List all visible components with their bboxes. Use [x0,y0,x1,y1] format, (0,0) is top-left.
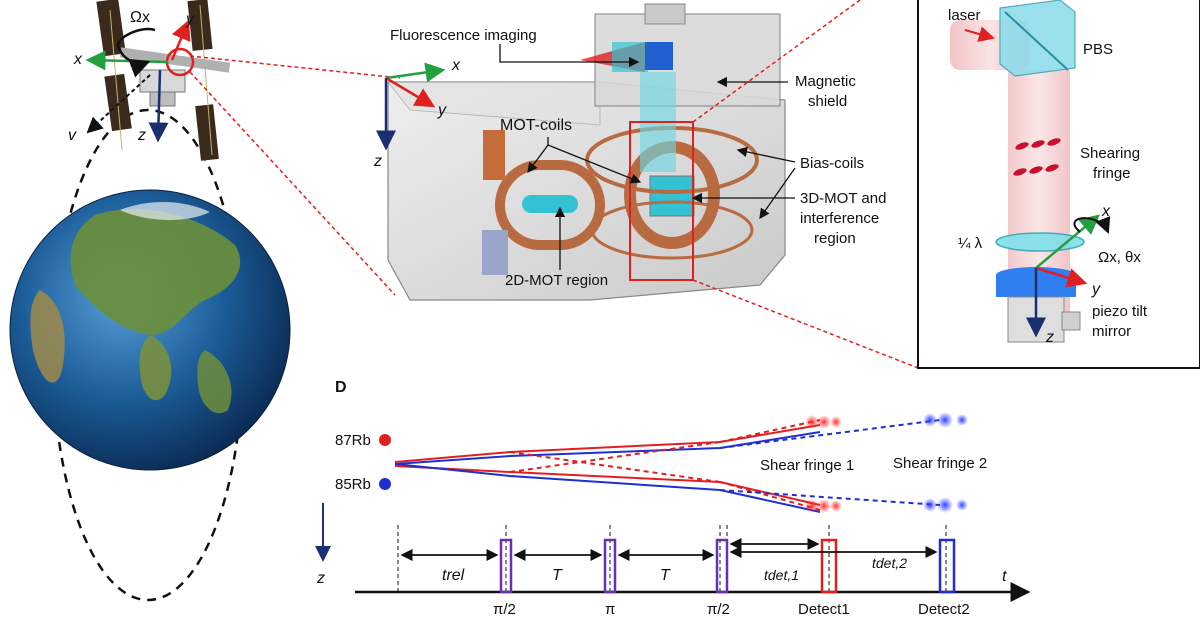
time-axis-label: t [1002,568,1007,585]
interval-arrows [400,538,938,561]
pulse-pi-half-2 [715,538,729,594]
detect-1-pulse [820,538,838,594]
3d-mot-label-line2: interference [800,210,879,227]
panel-letter: D [335,379,347,396]
apparatus-x-axis-label: x [451,57,461,74]
shear-fringe-2-clouds [923,412,968,513]
vacuum-box-front [387,81,601,126]
timing-panel: D 87Rb 85Rb [315,379,1031,618]
shear-fringe-1-clouds [805,415,842,513]
detect-label-1: Detect1 [798,601,850,618]
iss-z-axis-label: z [137,127,146,144]
piezo-label-line1: piezo tilt [1092,303,1148,320]
bias-coils-label: Bias-coils [800,155,864,172]
apparatus-y-axis-label: y [437,102,447,119]
interval-T-2: T [660,567,671,584]
magnetic-shield-label-line1: Magnetic [795,73,856,90]
inset-connector-lower [692,279,919,369]
shear-fringe-1-label: Shear fringe 1 [760,457,854,474]
earth-globe [9,189,291,471]
iss-x-axis-label: x [73,51,83,68]
optics-inset-panel: laser PBS Shearing fringe ¼ λ Ωx, θx x y… [917,0,1200,369]
iss-axes [85,19,195,143]
detect-2-pulse [938,538,956,594]
atom-trajectories [394,419,941,513]
interval-t-rel: trel [442,567,465,584]
interval-t-det-2: tdet,2 [872,555,907,571]
rb87-marker [379,434,391,446]
inset-x-axis-label: x [1101,203,1111,220]
interval-t-det-1: tdet,1 [764,567,799,583]
iss-station [96,0,231,161]
apparatus-axes [376,62,446,151]
rb85-marker [379,478,391,490]
timing-z-label: z [316,570,325,587]
piezo-label-line2: mirror [1092,323,1131,340]
apparatus-panel: x y z Fluorescence imaging MOT-coils Mag… [373,3,886,301]
shearing-fringe-lines [1013,138,1061,176]
shearing-fringe-label-line1: Shearing [1080,145,1140,162]
iss-orbit-panel: x y z v Ωx [9,0,291,602]
apparatus-z-axis-label: z [373,153,382,170]
pbs-label: PBS [1083,41,1113,58]
connector-line-upper [189,55,401,79]
2d-mot-coil [495,160,605,250]
3d-mot-label-line1: 3D-MOT and [800,190,886,207]
iss-rotation-label: Ωx [130,9,150,26]
pulse-label-1: π/2 [493,601,516,618]
rb87-label: 87Rb [335,432,371,449]
rotation-label: Ωx, θx [1098,249,1141,266]
3d-mot-label-line3: region [814,230,856,247]
rb85-label: 85Rb [335,476,371,493]
fluorescence-leader [499,44,640,68]
iss-v-axis-label: v [68,127,77,144]
detect-label-2: Detect2 [918,601,970,618]
laser-label: laser [948,7,981,24]
pulse-pi-half-1 [499,538,513,594]
fluorescence-imaging-label: Fluorescence imaging [390,27,537,44]
connector-line-lower [189,71,396,296]
pulse-label-3: π/2 [707,601,730,618]
mot-coils-label: MOT-coils [500,117,572,134]
timing-guides [397,525,947,592]
quarter-wave-plate [995,232,1085,252]
iss-y-axis-label: y [185,11,195,28]
pulse-label-2: π [605,601,615,618]
shear-fringe-2-label: Shear fringe 2 [893,455,987,472]
inset-z-axis-label: z [1045,329,1054,346]
pbs-cube [999,0,1076,77]
inset-axes [1026,214,1111,338]
pulse-pi [603,538,617,594]
2d-mot-region-label: 2D-MOT region [505,272,608,289]
magnetic-shield-label-line2: shield [808,93,847,110]
laser-arrow [964,26,995,42]
shearing-fringe-label-line2: fringe [1093,165,1131,182]
inset-y-axis-label: y [1091,281,1101,298]
quarter-wave-label: ¼ λ [958,235,983,252]
interval-T-1: T [552,567,563,584]
